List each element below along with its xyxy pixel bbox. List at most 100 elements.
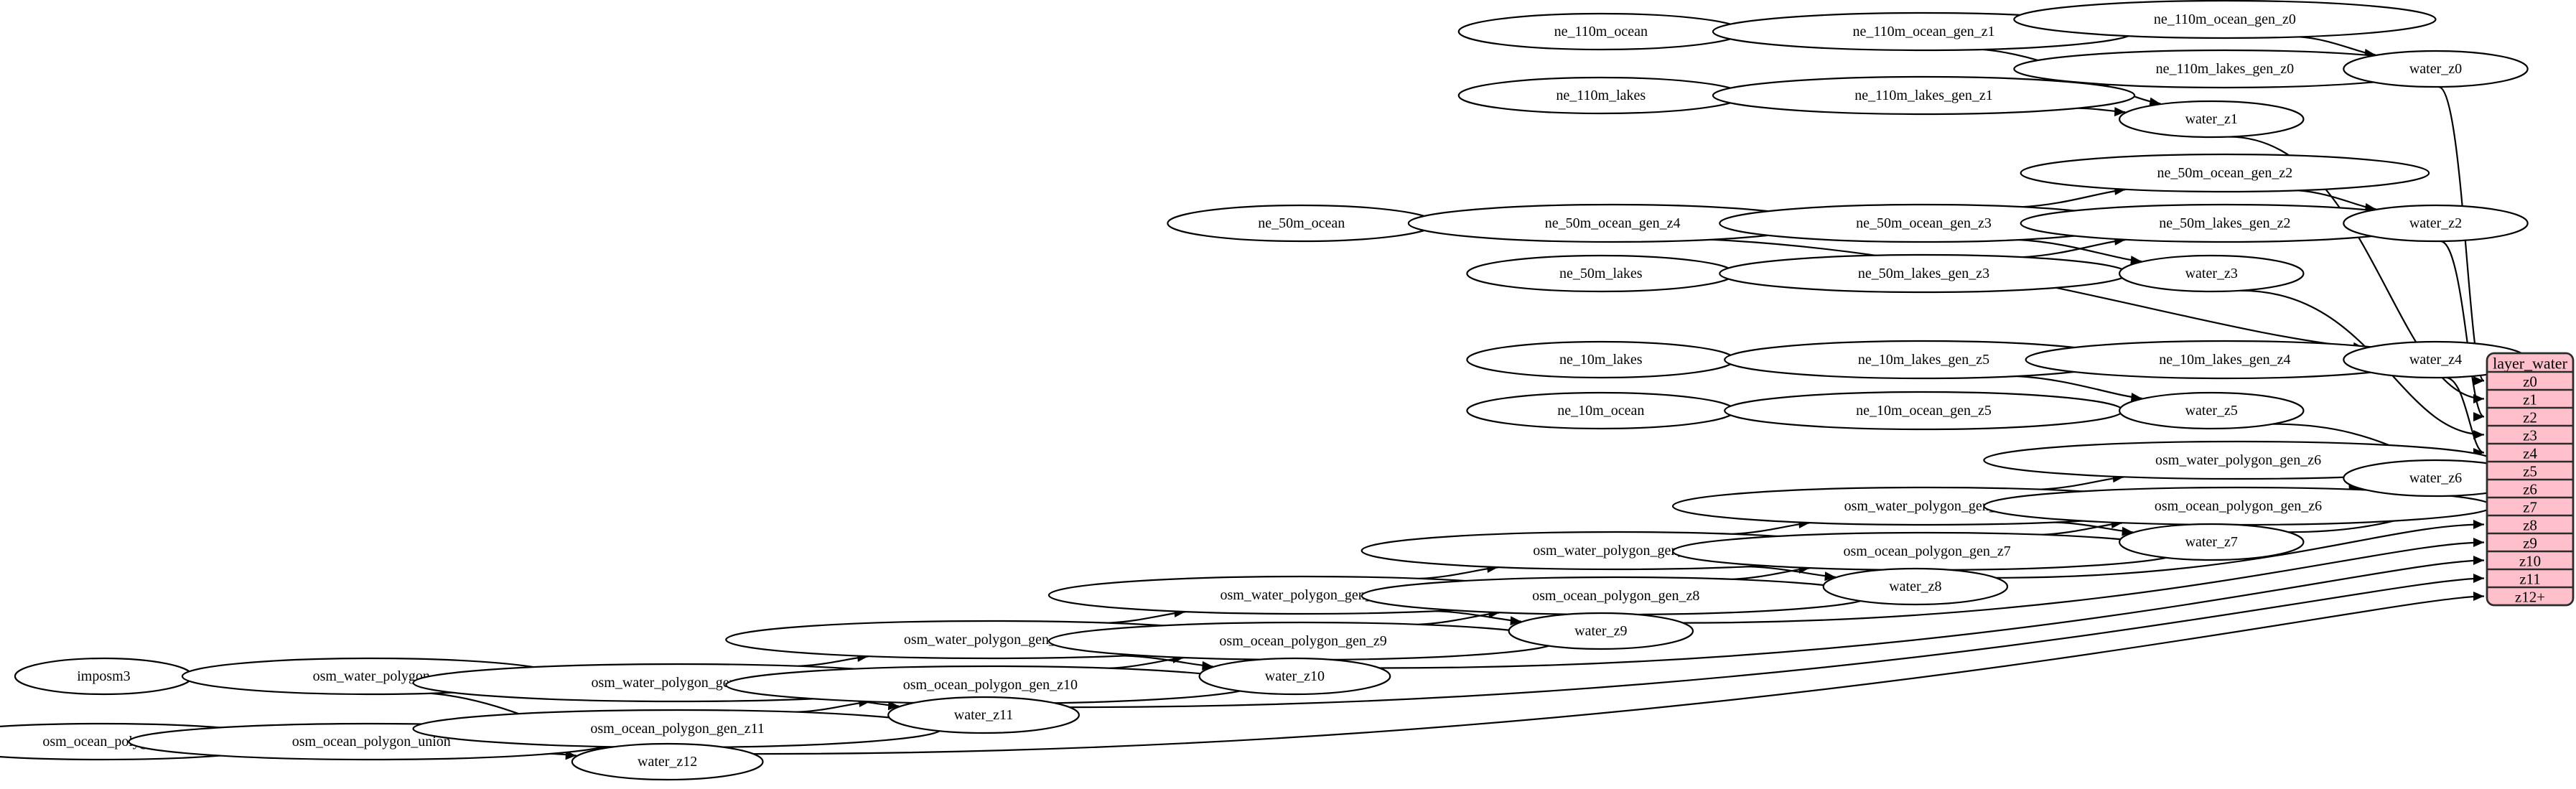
graph-node[interactable]: ne_110m_lakes_gen_z1 [1712,75,2136,116]
graph-node[interactable]: ne_10m_lakes [1466,340,1736,379]
graph-node[interactable]: ne_50m_lakes_gen_z3 [1719,253,2129,294]
table-row-z0[interactable]: z0 [2523,373,2537,391]
graph-node[interactable]: water_z3 [2119,254,2305,293]
node-label: water_z10 [1265,668,1325,684]
graph-node[interactable]: ne_10m_lakes_gen_z5 [1724,340,2124,380]
node-shape [2013,0,2437,39]
node-label: ne_10m_ocean [1557,403,1644,419]
table-row-z2[interactable]: z2 [2523,409,2537,426]
node-shape [2343,204,2529,243]
arrowhead-icon [2473,376,2484,386]
node-label: water_z3 [2185,266,2238,281]
node-label: osm_water_polygon_gen_z7 [1844,498,2010,514]
table-row-z5[interactable]: z5 [2523,463,2537,480]
graph-node[interactable]: water_z7 [2119,523,2305,561]
node-label: ne_110m_lakes_gen_z0 [2156,61,2295,77]
table-row-z8[interactable]: z8 [2523,517,2537,534]
graph-edge [1069,577,2485,709]
graph-edge [1732,567,1810,580]
node-label: osm_ocean_polygon_gen_z9 [1219,633,1386,649]
graph-edge [2440,240,2485,418]
node-label: water_z12 [638,754,697,770]
node-shape [887,696,1080,734]
graph-edge [1711,238,2364,349]
graph-edge [1418,612,1500,625]
graph-node[interactable]: osm_ocean_polygon_gen_z11 [412,709,943,749]
graph-edge [2022,239,2126,258]
graph-node[interactable]: ne_50m_ocean_gen_z2 [2020,153,2430,193]
graph-node[interactable]: ne_50m_ocean_gen_z4 [1407,203,1818,243]
graph-node[interactable]: ne_110m_ocean [1457,12,1744,51]
node-shape [2119,391,2305,430]
table-row-z10[interactable]: z10 [2519,553,2541,570]
graph-node[interactable]: water_z1 [2119,100,2305,139]
graph-node[interactable]: water_z10 [1198,657,1391,696]
graph-edge [2022,189,2126,208]
graph-node[interactable]: ne_110m_ocean_gen_z0 [2013,0,2437,39]
node-label: osm_ocean_polygon_gen_z7 [1844,543,2011,559]
node-label: ne_10m_ocean_gen_z5 [1856,403,1992,419]
table-row-z6[interactable]: z6 [2523,481,2537,498]
node-label: water_z4 [2409,352,2462,368]
node-label: osm_ocean_polygon_gen_z11 [590,721,765,737]
node-label: ne_50m_ocean_gen_z3 [1856,215,1992,231]
node-shape [1198,657,1391,696]
arrowhead-icon [2130,256,2142,266]
graph-node[interactable]: osm_ocean_polygon_gen_z8 [1361,576,1872,616]
graph-node[interactable]: ne_50m_lakes_gen_z2 [2020,203,2430,243]
graph-node[interactable]: water_z9 [1508,612,1694,650]
graph-edge [2018,238,2142,263]
node-shape [2119,254,2305,293]
table-row-z11[interactable]: z11 [2519,571,2541,588]
node-shape [2119,100,2305,139]
graph-node[interactable]: water_z12 [571,742,764,781]
graph-node[interactable]: osm_ocean_polygon_gen_z7 [1671,531,2183,571]
graph-node[interactable]: ne_50m_ocean [1167,204,1437,243]
node-label: osm_ocean_polygon_union [292,734,451,750]
node-shape [1508,612,1694,650]
arrowhead-icon [2122,526,2133,536]
table-row-z9[interactable]: z9 [2523,535,2537,552]
layer-water-table-outline [2486,352,2575,607]
node-shape [2343,50,2529,88]
node-label: water_z2 [2409,215,2462,231]
graph-node[interactable]: water_z5 [2119,391,2305,430]
graph-node[interactable]: water_z0 [2343,50,2529,88]
arrowhead-icon [2473,538,2484,547]
graph-node[interactable]: osm_ocean_polygon_gen_z9 [1047,621,1559,661]
graph-edge [1109,657,1184,669]
graph-node[interactable]: ne_10m_lakes_gen_z4 [2025,340,2425,380]
node-label: osm_water_polygon_gen_z10 [904,632,1077,648]
graph-node[interactable]: ne_50m_ocean_gen_z3 [1719,203,2129,243]
table-row-z7[interactable]: z7 [2523,499,2537,516]
node-label: ne_10m_lakes_gen_z5 [1858,352,1989,368]
node-label: ne_10m_lakes_gen_z4 [2159,352,2290,368]
graph-node[interactable]: water_z8 [1822,567,2009,606]
graph-node[interactable]: ne_10m_ocean [1466,391,1736,430]
graph-edge [2229,136,2485,400]
graph-node[interactable]: water_z4 [2343,340,2529,379]
node-label: ne_50m_ocean_gen_z2 [2157,165,2292,181]
graph-node[interactable]: water_z2 [2343,204,2529,243]
graph-edge [2445,376,2485,454]
graph-node[interactable]: water_z11 [887,696,1080,734]
table-row-z1[interactable]: z1 [2523,391,2537,408]
graph-node[interactable]: osm_ocean_polygon_gen_z10 [725,665,1256,705]
graph-node[interactable]: ne_110m_lakes [1457,76,1744,115]
table-row-z3[interactable]: z3 [2523,427,2537,444]
table-row-z12+[interactable]: z12+ [2515,589,2545,606]
node-label: ne_10m_lakes [1559,352,1643,368]
graph-edge [1379,559,2485,669]
graph-node[interactable]: imposm3 [14,657,194,696]
arrowhead-icon [1202,660,1213,671]
node-label: ne_50m_lakes_gen_z2 [2159,215,2290,231]
node-label: ne_110m_lakes_gen_z1 [1854,88,1993,103]
node-label: osm_water_polygon_gen_z11 [591,675,763,691]
node-label: ne_50m_lakes_gen_z3 [1858,266,1989,281]
graph-edge [753,595,2485,755]
table-row-z4[interactable]: z4 [2523,445,2537,462]
graph-edge [1107,611,1185,624]
graph-node[interactable]: ne_50m_lakes [1466,254,1736,293]
graph-node[interactable]: ne_10m_ocean_gen_z5 [1724,391,2124,431]
